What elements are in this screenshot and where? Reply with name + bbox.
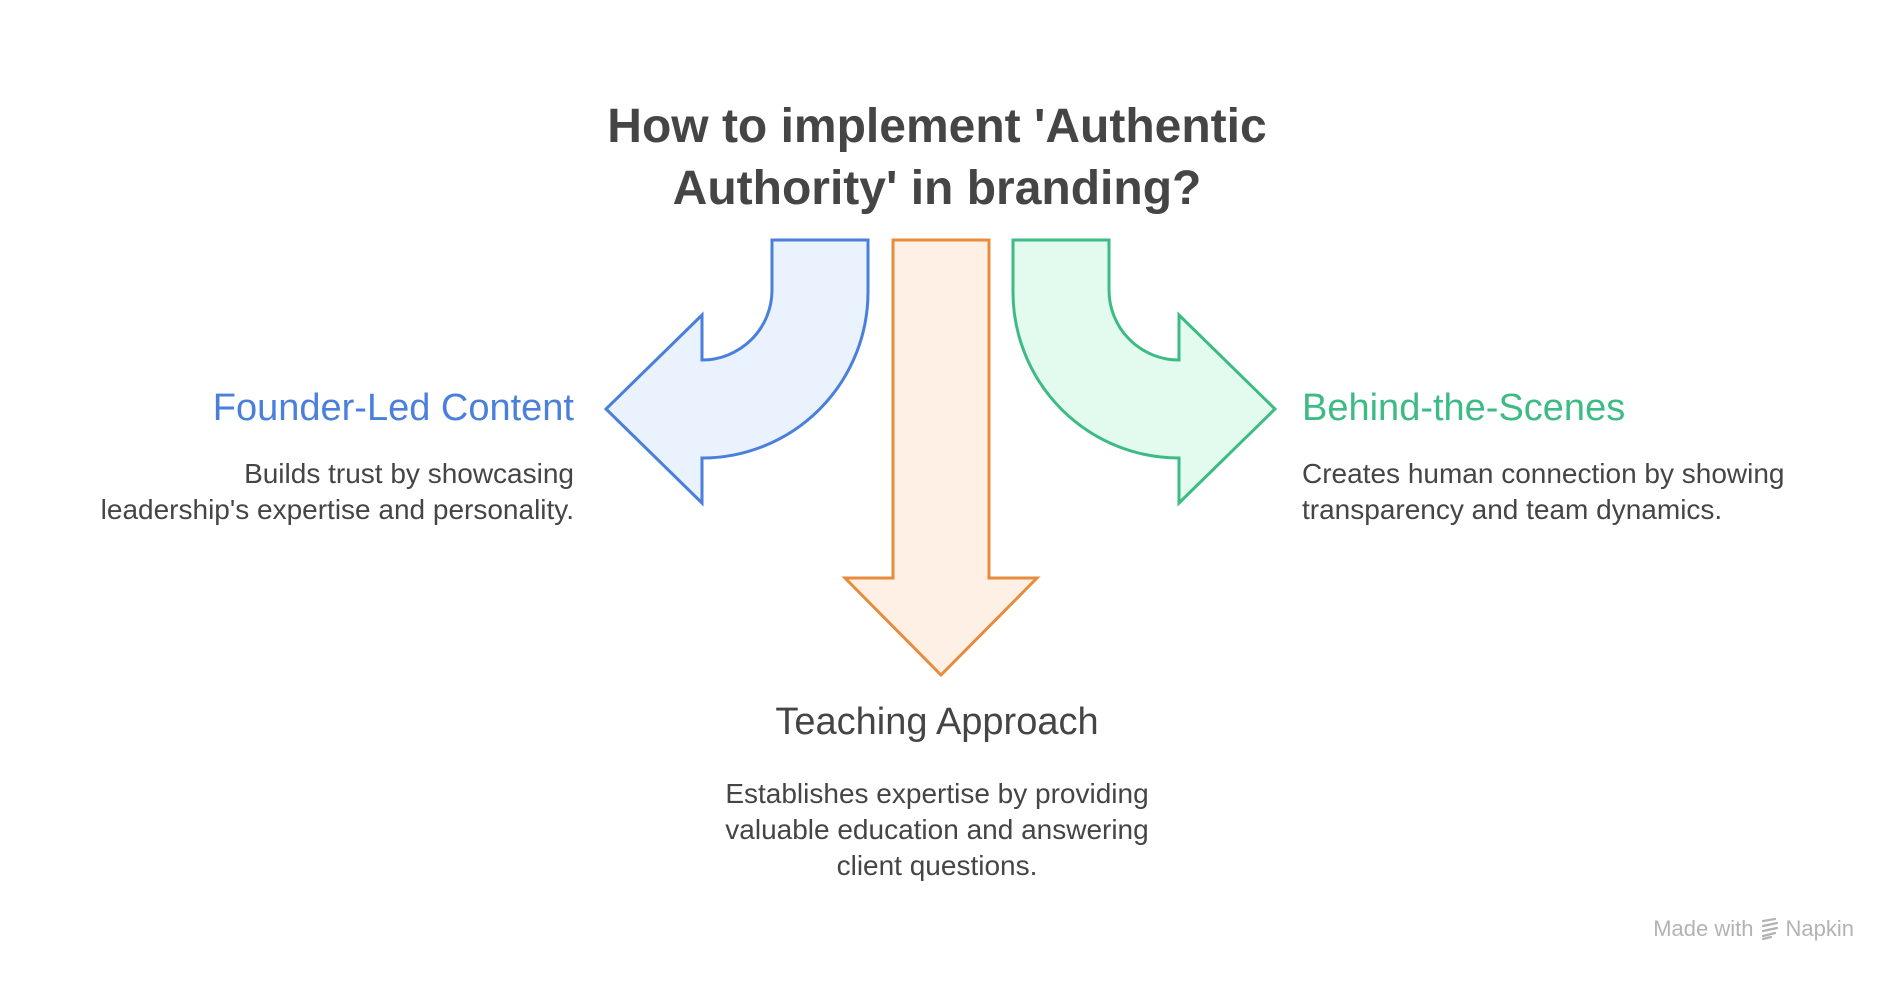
- napkin-brand-label: Napkin: [1785, 916, 1854, 941]
- founder-led-content-description: Builds trust by showcasing leadership's …: [101, 456, 574, 528]
- desc-line: Builds trust by showcasing: [244, 458, 574, 489]
- center-down-arrow: [841, 238, 1041, 678]
- made-with-napkin-watermark[interactable]: Made with Napkin: [1653, 916, 1854, 942]
- left-curved-arrow: [603, 238, 870, 507]
- title-line-1: How to implement 'Authentic: [607, 100, 1267, 153]
- diagram-title: How to implement 'Authentic Authority' i…: [0, 96, 1874, 220]
- desc-line: leadership's expertise and personality.: [100, 494, 574, 525]
- founder-led-content-heading: Founder-Led Content: [212, 387, 574, 429]
- right-curved-arrow: [1011, 238, 1278, 507]
- desc-line: Creates human connection by showing: [1302, 458, 1785, 489]
- desc-line: transparency and team dynamics.: [1302, 494, 1723, 525]
- desc-line: client questions.: [836, 850, 1038, 881]
- made-with-label: Made with: [1653, 916, 1754, 941]
- behind-the-scenes-heading: Behind-the-Scenes: [1302, 387, 1626, 429]
- behind-the-scenes-description: Creates human connection by showing tran…: [1302, 456, 1785, 528]
- teaching-approach-description: Establishes expertise by providing valua…: [637, 776, 1237, 884]
- teaching-approach-heading: Teaching Approach: [775, 701, 1099, 743]
- desc-line: valuable education and answering: [725, 814, 1149, 845]
- title-line-2: Authority' in branding?: [672, 162, 1202, 215]
- desc-line: Establishes expertise by providing: [725, 778, 1149, 809]
- napkin-logo-icon: [1761, 918, 1778, 940]
